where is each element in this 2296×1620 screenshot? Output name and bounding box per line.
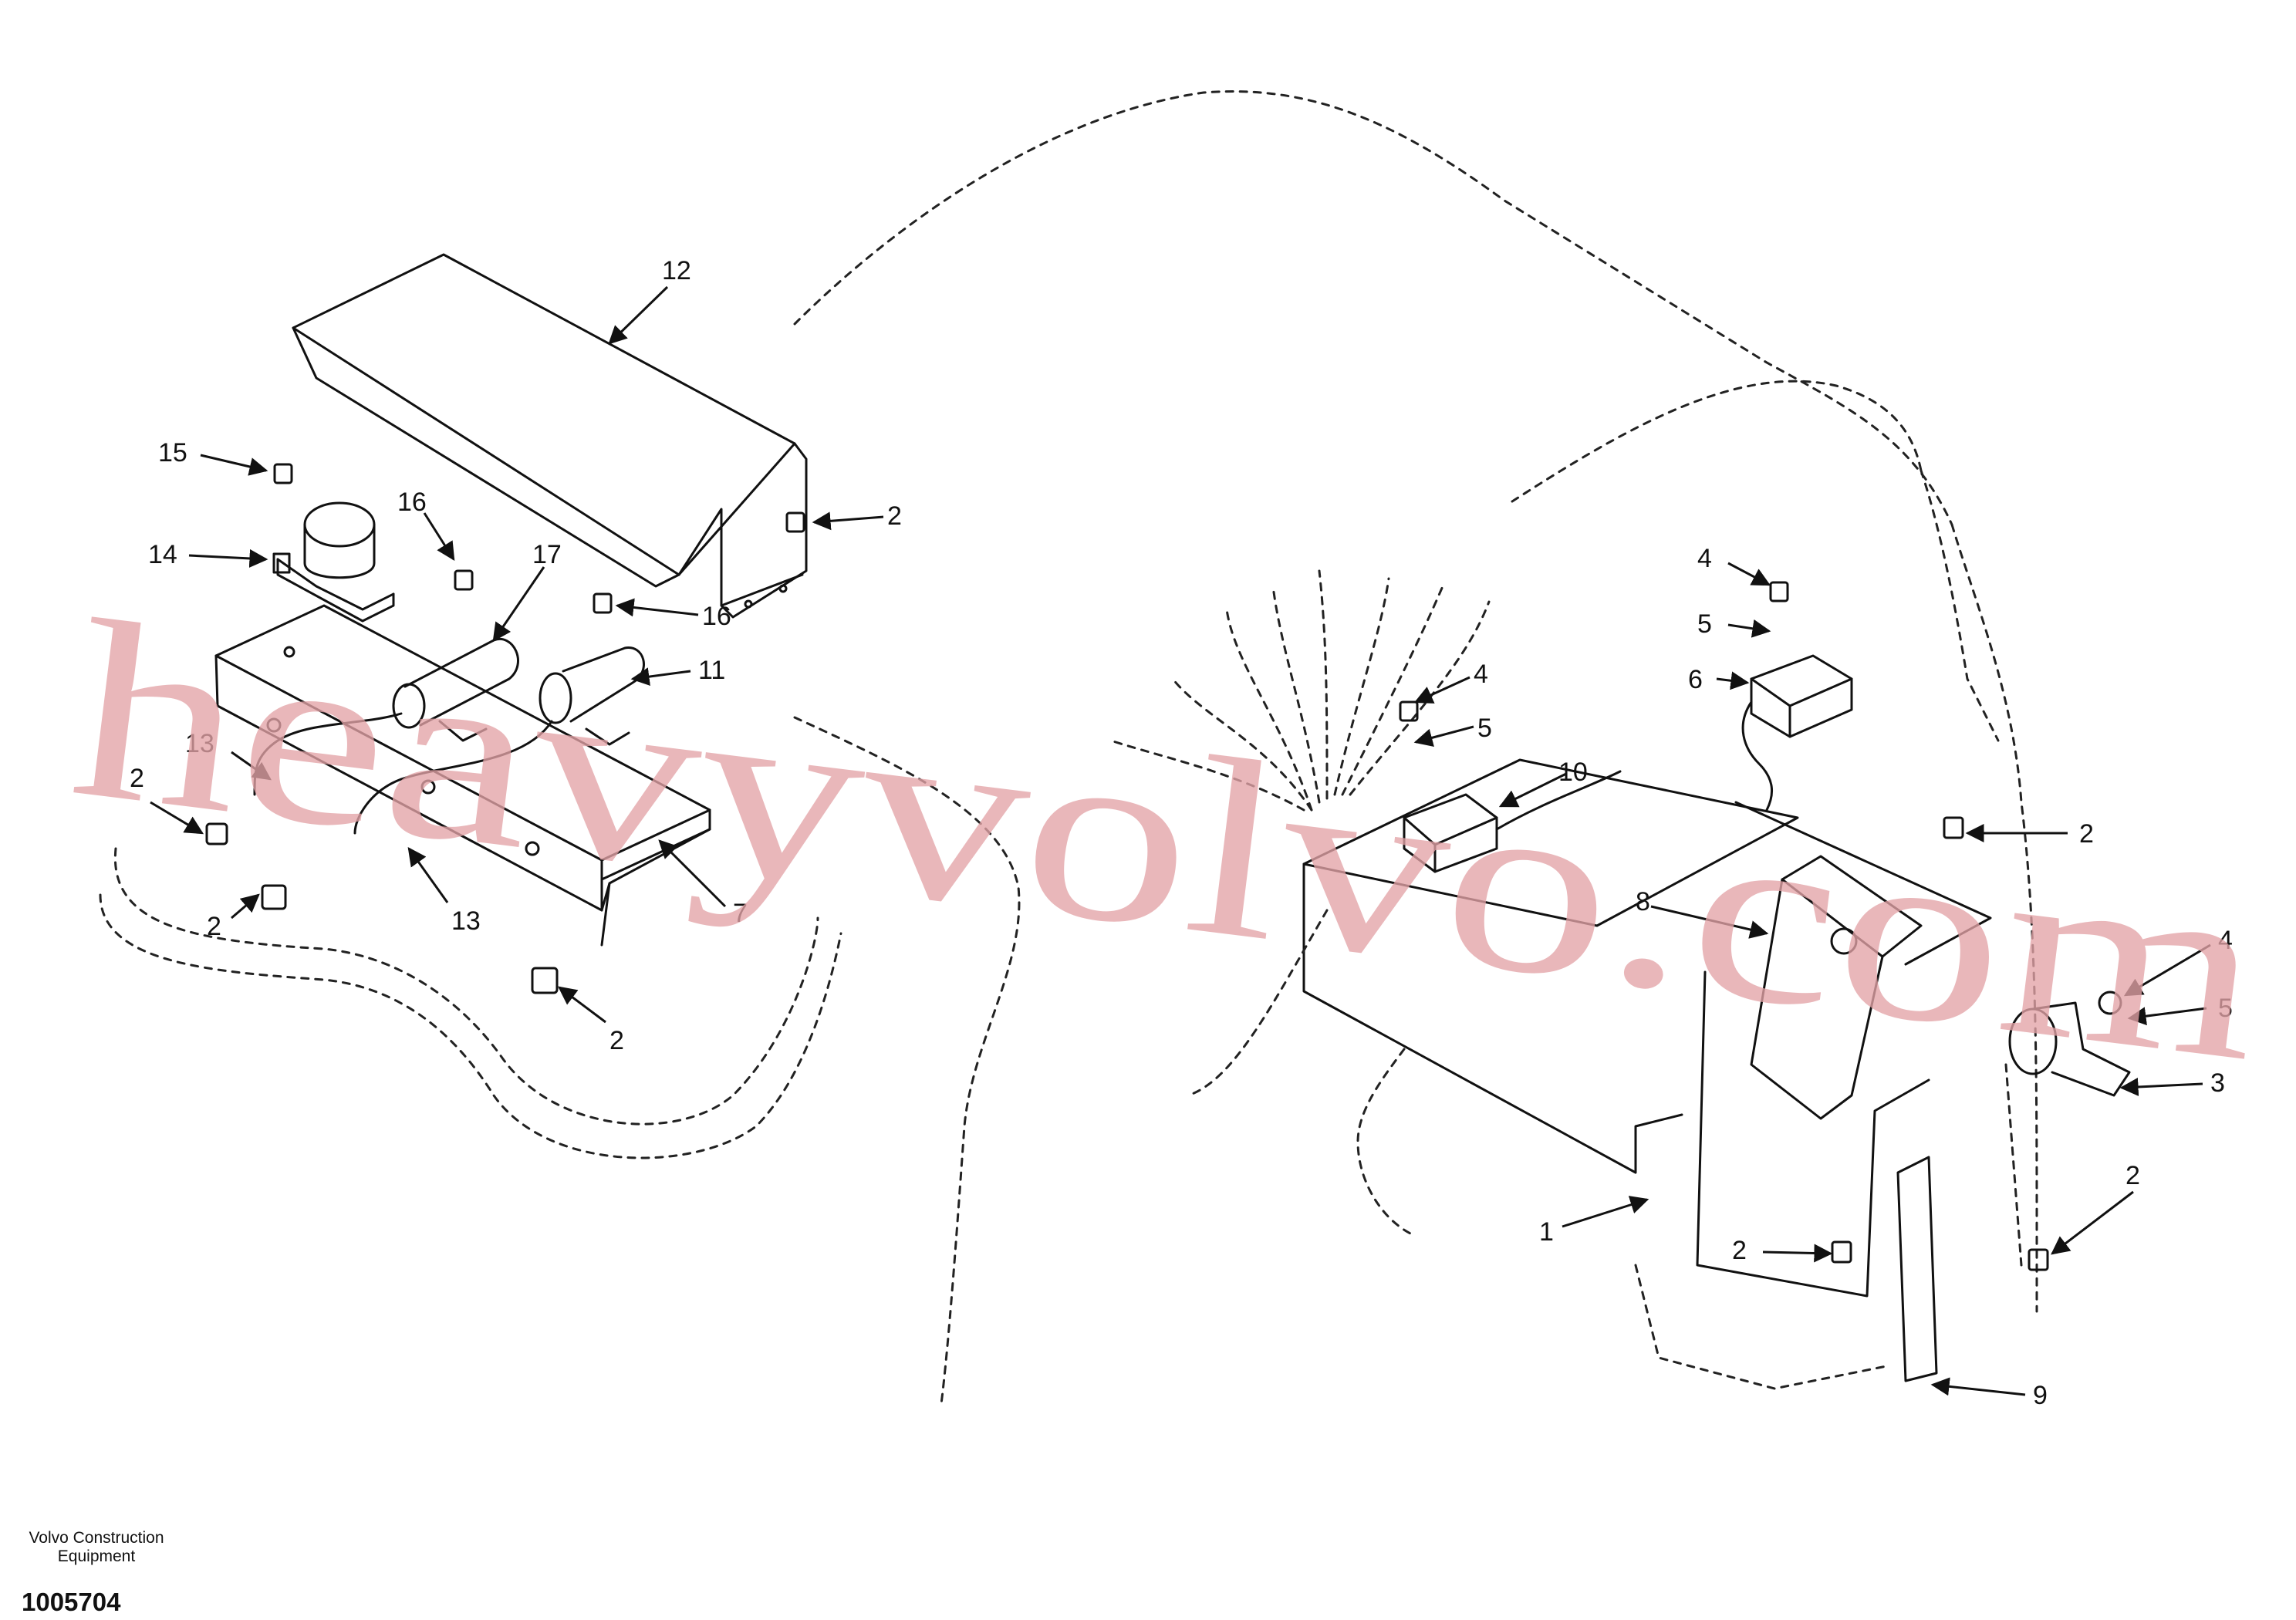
callout-15: 15 (158, 438, 187, 467)
callout-2-g: 2 (2125, 1161, 2140, 1190)
cab-outline (793, 90, 2038, 1406)
callout-17: 17 (532, 540, 562, 569)
connector-10 (1403, 793, 1498, 873)
callout-8: 8 (1636, 887, 1650, 916)
callout-labels: 12 15 14 16 17 16 2 11 13 2 2 13 7 2 4 5… (130, 256, 2233, 1410)
callout-4-a: 4 (1697, 544, 1712, 573)
callout-2-e: 2 (2079, 819, 2094, 849)
callout-16-a: 16 (397, 488, 427, 517)
callout-3: 3 (2210, 1068, 2225, 1098)
callout-2-f: 2 (1732, 1236, 1747, 1265)
watermark-text: heavyvolvo.com (60, 567, 2277, 1115)
leader-arrows (150, 285, 2211, 1396)
callout-4-c: 4 (2218, 926, 2233, 955)
console-bracket-7 (214, 604, 711, 947)
buzzer-3 (2008, 1001, 2131, 1097)
callout-2-c: 2 (207, 912, 221, 941)
cover-panel-12 (292, 253, 808, 619)
relay-14 (272, 501, 395, 623)
left-bolts (205, 463, 805, 994)
callout-13-a: 13 (185, 729, 214, 758)
publisher-line-2: Equipment (58, 1547, 136, 1565)
callout-2-a: 2 (887, 501, 902, 531)
callout-6: 6 (1688, 665, 1703, 694)
bracket-9 (1896, 1156, 1938, 1382)
callout-10: 10 (1558, 758, 1588, 787)
callout-16-b: 16 (702, 602, 731, 631)
publisher-line-1: Volvo Construction (29, 1529, 164, 1547)
callout-11: 11 (698, 656, 725, 685)
callout-2-d: 2 (609, 1026, 624, 1055)
callout-1: 1 (1539, 1217, 1554, 1247)
connector-6 (1750, 654, 1853, 738)
callout-5-c: 5 (2218, 994, 2233, 1023)
callout-13-b: 13 (451, 906, 481, 936)
callout-5-a: 5 (1697, 609, 1712, 639)
callout-12: 12 (662, 256, 691, 285)
drawing-number: 1005704 (22, 1588, 121, 1616)
callout-2-b: 2 (130, 764, 144, 793)
fuse-box-8 (1750, 855, 1923, 1120)
callout-4-b: 4 (1474, 660, 1488, 689)
callout-5-b: 5 (1477, 714, 1492, 743)
callout-7: 7 (733, 899, 748, 928)
callout-14: 14 (148, 540, 177, 569)
callout-9: 9 (2033, 1381, 2048, 1410)
